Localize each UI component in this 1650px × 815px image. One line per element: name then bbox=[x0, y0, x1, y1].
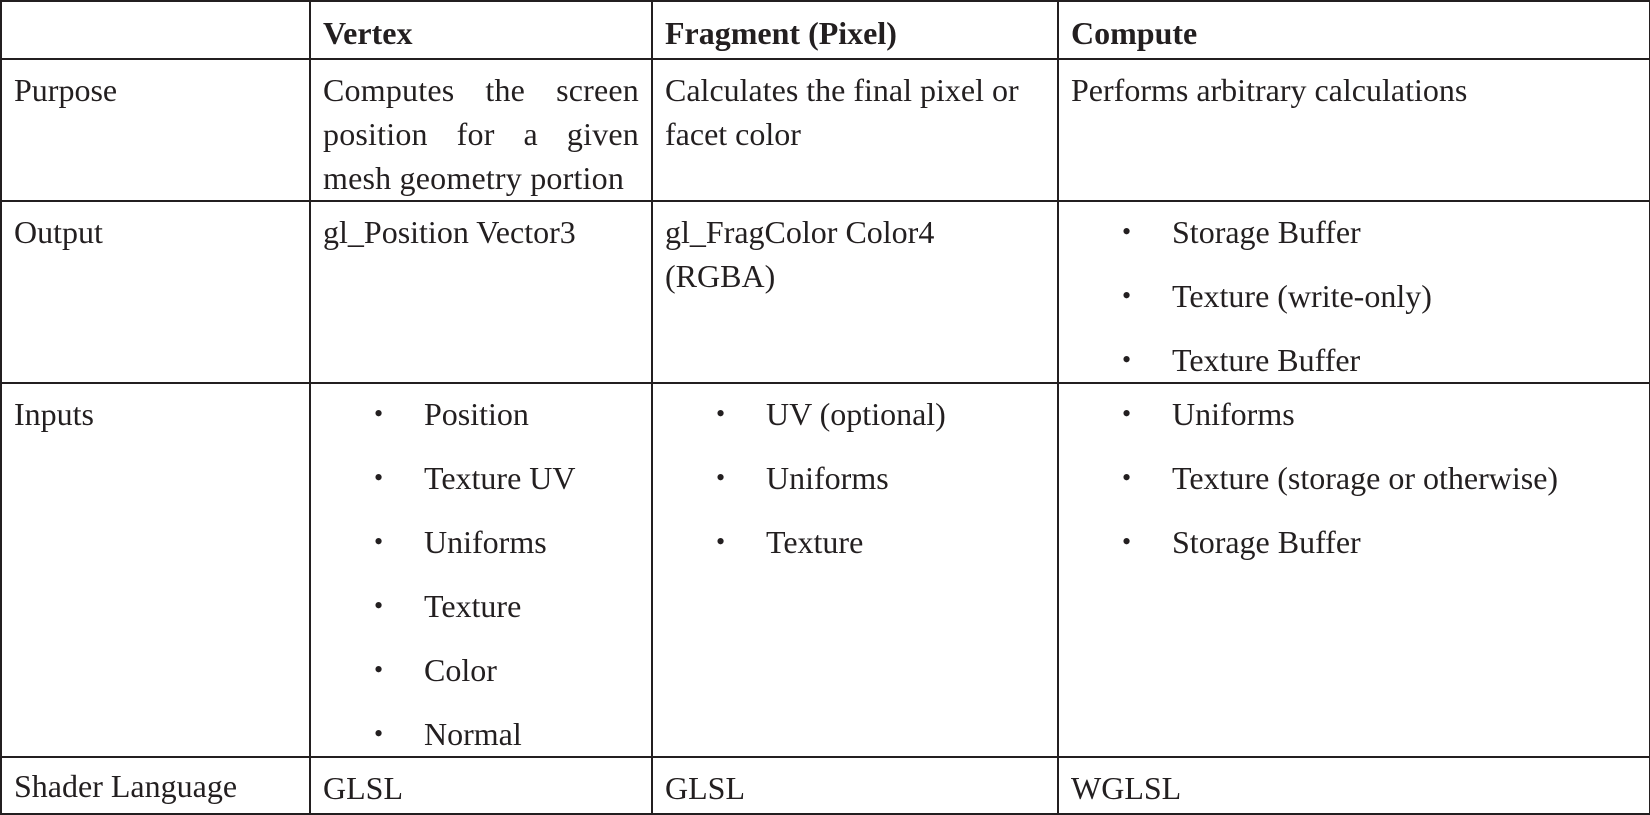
list-item: Texture UV bbox=[323, 456, 639, 500]
header-fragment: Fragment (Pixel) bbox=[651, 0, 1059, 60]
output-compute: Storage Buffer Texture (write-only) Text… bbox=[1057, 200, 1650, 384]
output-compute-list: Storage Buffer Texture (write-only) Text… bbox=[1071, 210, 1637, 381]
language-vertex: GLSL bbox=[309, 756, 653, 815]
header-vertex: Vertex bbox=[309, 0, 653, 60]
output-fragment: gl_FragColor Color4 (RGBA) bbox=[651, 200, 1059, 384]
row-label-output: Output bbox=[0, 200, 311, 384]
list-item: Storage Buffer bbox=[1071, 210, 1637, 254]
table-row-output: Output gl_Position Vector3 gl_FragColor … bbox=[0, 200, 1650, 384]
inputs-compute: Uniforms Texture (storage or otherwise) … bbox=[1057, 382, 1650, 758]
list-item: UV (optional) bbox=[665, 392, 1045, 436]
list-item: Normal bbox=[323, 712, 639, 755]
row-label-language: Shader Language bbox=[0, 756, 311, 815]
inputs-fragment: UV (optional) Uniforms Texture bbox=[651, 382, 1059, 758]
inputs-vertex: Position Texture UV Uniforms Texture Col… bbox=[309, 382, 653, 758]
list-item: Uniforms bbox=[665, 456, 1045, 500]
list-item: Texture (storage or otherwise) bbox=[1071, 456, 1637, 500]
purpose-vertex: Computes the screen position for a given… bbox=[309, 58, 653, 202]
table-row-language: Shader Language GLSL GLSL WGLSL bbox=[0, 756, 1650, 815]
list-item: Texture (write-only) bbox=[1071, 274, 1637, 318]
row-label-purpose: Purpose bbox=[0, 58, 311, 202]
list-item: Color bbox=[323, 648, 639, 692]
list-item: Uniforms bbox=[1071, 392, 1637, 436]
list-item: Position bbox=[323, 392, 639, 436]
table-header-row: Vertex Fragment (Pixel) Compute bbox=[0, 0, 1650, 60]
language-compute: WGLSL bbox=[1057, 756, 1650, 815]
list-item: Texture bbox=[323, 584, 639, 628]
inputs-compute-list: Uniforms Texture (storage or otherwise) … bbox=[1071, 392, 1637, 564]
language-fragment: GLSL bbox=[651, 756, 1059, 815]
header-corner-cell bbox=[0, 0, 311, 60]
table-row-purpose: Purpose Computes the screen position for… bbox=[0, 58, 1650, 202]
purpose-fragment: Calculates the final pixel or facet colo… bbox=[651, 58, 1059, 202]
purpose-compute: Performs arbitrary calculations bbox=[1057, 58, 1650, 202]
inputs-fragment-list: UV (optional) Uniforms Texture bbox=[665, 392, 1045, 564]
header-compute: Compute bbox=[1057, 0, 1650, 60]
list-item: Storage Buffer bbox=[1071, 520, 1637, 564]
inputs-vertex-list: Position Texture UV Uniforms Texture Col… bbox=[323, 392, 639, 755]
output-vertex: gl_Position Vector3 bbox=[309, 200, 653, 384]
list-item: Uniforms bbox=[323, 520, 639, 564]
list-item: Texture bbox=[665, 520, 1045, 564]
table-row-inputs: Inputs Position Texture UV Uniforms Text… bbox=[0, 382, 1650, 758]
list-item: Texture Buffer bbox=[1071, 338, 1637, 381]
row-label-inputs: Inputs bbox=[0, 382, 311, 758]
